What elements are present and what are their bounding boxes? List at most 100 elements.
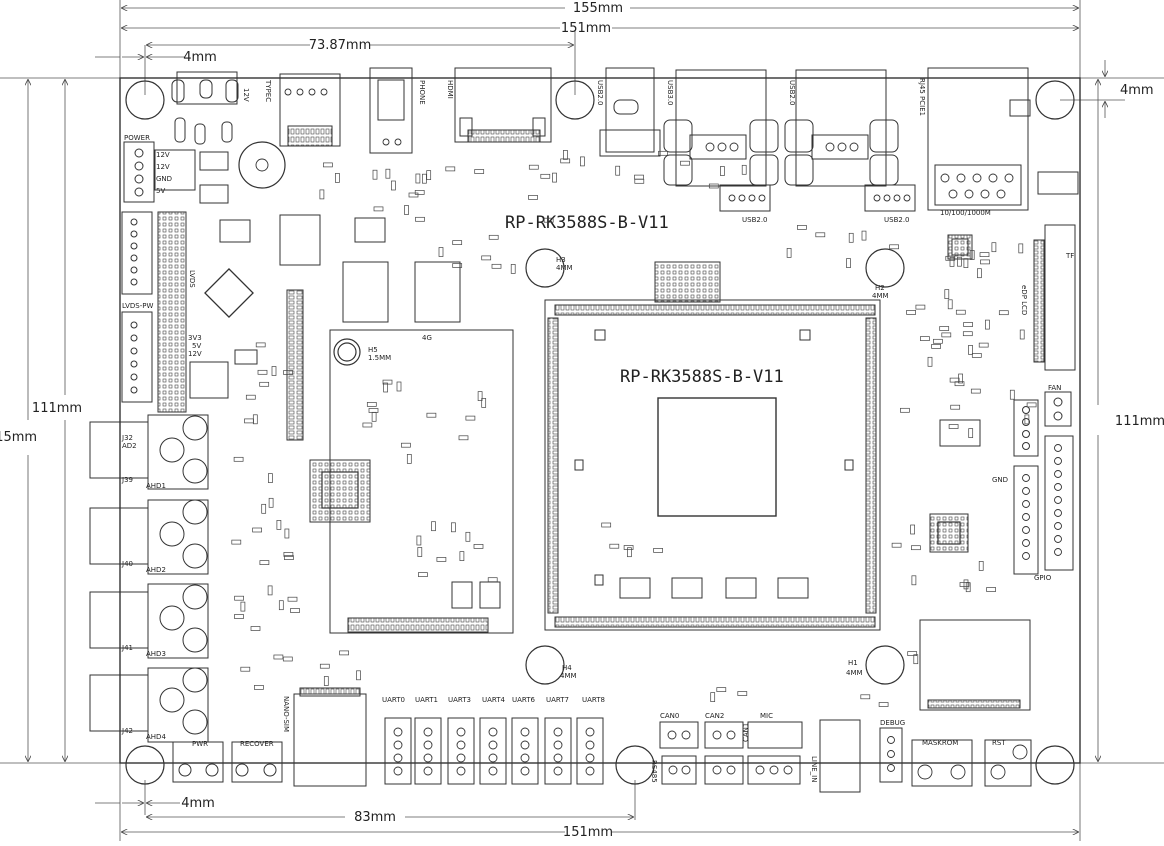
smd-part [452, 240, 463, 245]
label-can1: CAN1 [742, 723, 750, 742]
smd-part [323, 162, 333, 168]
smd-part [653, 548, 663, 553]
smd-part [385, 168, 391, 179]
smd-part [563, 150, 568, 160]
smd-part [401, 442, 411, 448]
svg-text:AHD2: AHD2 [146, 566, 166, 574]
smd-part [290, 608, 300, 613]
smd-part [786, 248, 792, 258]
svg-text:AHD1: AHD1 [146, 482, 166, 490]
smd-part [426, 170, 432, 180]
svg-text:GND: GND [156, 175, 172, 183]
smd-part [438, 247, 444, 257]
core-hole-h4 [525, 645, 565, 685]
label-lvds: LVDS [188, 270, 196, 288]
label-uart3: UART3 [448, 696, 471, 704]
smd-part [240, 601, 246, 612]
bottom-pins [393, 727, 1028, 780]
smd-part [1018, 243, 1024, 254]
right-side-components [929, 171, 1079, 575]
smd-part [601, 522, 612, 528]
smd-part [615, 165, 621, 176]
dim-bottom-offset: 83mm [354, 810, 396, 825]
label-h2: H2 [875, 284, 885, 292]
smd-part [445, 166, 456, 172]
smd-part [552, 172, 557, 183]
smd-part [259, 560, 270, 565]
smd-part [383, 382, 388, 393]
smd-part [969, 250, 975, 260]
svg-text:1.5MM: 1.5MM [368, 354, 391, 362]
smd-part [417, 547, 423, 557]
smd-part [268, 473, 273, 483]
core-title: RP-RK3588S-B-V11 [620, 367, 784, 387]
smd-part [927, 356, 933, 367]
label-ethernet: 10/100/1000M [940, 209, 991, 217]
smd-part [634, 178, 645, 184]
smd-part [465, 531, 471, 542]
smd-part [891, 542, 902, 548]
smd-part [366, 402, 377, 407]
smd-part [846, 258, 851, 268]
svg-text:J40: J40 [121, 560, 133, 568]
smd-part [949, 257, 955, 267]
label-rst: RST [992, 739, 1006, 747]
label-gpio: GPIO [1034, 574, 1052, 582]
svg-text:5V: 5V [156, 187, 165, 195]
mount-hole-bottom-mid [615, 745, 655, 785]
smd-part [968, 428, 974, 438]
smd-part [560, 158, 571, 164]
smd-part [252, 527, 262, 533]
smd-part [528, 195, 538, 200]
smd-part [267, 585, 273, 596]
smd-part [371, 411, 377, 422]
top-connectors [171, 67, 1031, 212]
smd-part [716, 687, 727, 692]
svg-text:4MM: 4MM [872, 292, 889, 300]
smd-part [540, 173, 551, 179]
smd-part [658, 150, 668, 156]
smd-part [287, 596, 298, 602]
smd-part [404, 205, 409, 215]
smd-components [231, 150, 1037, 707]
label-h3: H3 [556, 256, 566, 264]
bottom-headers [384, 619, 1032, 793]
svg-text:4MM: 4MM [846, 669, 863, 677]
label-12v-top: 12V [242, 88, 250, 102]
svg-text:5V: 5V [192, 342, 201, 350]
label-h1: H1 [848, 659, 858, 667]
label-uart6: UART6 [512, 696, 536, 704]
dim-top-overall: 155mm [573, 1, 623, 16]
board-outline [119, 77, 1081, 764]
smd-part [528, 164, 539, 170]
smd-part [979, 252, 990, 257]
svg-text:4MM: 4MM [556, 264, 573, 272]
label-phone: PHONE [418, 80, 426, 105]
smd-part [1024, 414, 1030, 425]
smd-part [963, 322, 973, 327]
svg-text:AHD4: AHD4 [146, 733, 166, 741]
smd-part [627, 547, 632, 558]
smd-part [954, 381, 965, 387]
label-hdmi: HDMI [446, 80, 454, 99]
smd-part [323, 676, 329, 686]
smd-part [459, 551, 465, 561]
smd-part [889, 244, 899, 250]
smd-part [911, 545, 921, 551]
smd-part [680, 160, 690, 166]
smd-part [250, 626, 261, 631]
smd-part [244, 418, 254, 424]
label-line-in: LINE_IN [810, 756, 818, 782]
smd-part [939, 326, 950, 331]
core-module [544, 261, 881, 631]
smd-part [458, 435, 469, 441]
label-typec: TYPEC [264, 79, 272, 102]
core-hole-h2 [865, 248, 905, 288]
smd-part [491, 263, 502, 269]
svg-text:AD2: AD2 [122, 442, 137, 450]
smd-part [284, 528, 290, 539]
smd-part [980, 259, 990, 265]
top-connector-labels: 12V TYPEC PHONE HDMI USB2.0 USB3.0 USB2.… [242, 78, 991, 224]
smd-part [271, 366, 277, 376]
smd-part [931, 344, 941, 349]
